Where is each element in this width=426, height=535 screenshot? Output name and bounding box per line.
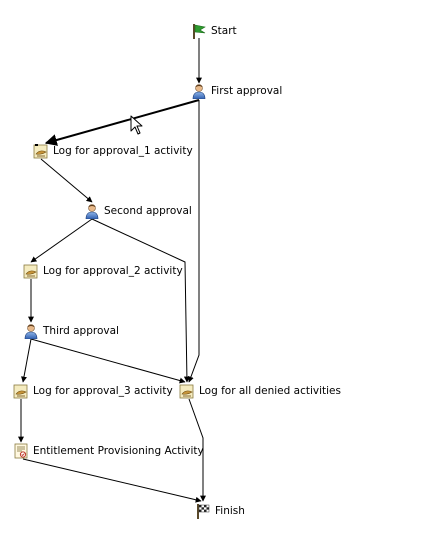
node-label: Third approval [43, 325, 119, 337]
node-log3[interactable]: Log for approval_3 activity [13, 382, 173, 400]
edge-entitlement-to-finish[interactable] [22, 458, 202, 503]
approver-person-icon [191, 83, 207, 100]
node-label: Log for all denied activities [199, 385, 341, 397]
edge-first-approval-to-denied[interactable] [188, 100, 200, 383]
node-log2[interactable]: Log for approval_2 activity [23, 262, 183, 280]
node-log1[interactable]: Log for approval_1 activity [33, 142, 193, 160]
log-activity-icon [33, 143, 49, 159]
edge-log1-to-second-approval[interactable] [40, 158, 93, 203]
approver-person-icon [23, 323, 39, 340]
edge-third-approval-to-denied[interactable] [30, 338, 186, 384]
node-second-approval[interactable]: Second approval [84, 202, 192, 220]
edge-second-approval-to-denied[interactable] [91, 218, 190, 383]
log-activity-icon [23, 263, 39, 279]
checkered-finish-flag-icon [195, 503, 211, 519]
node-label: First approval [211, 85, 283, 97]
node-entitlement-provisioning[interactable]: Entitlement Provisioning Activity [13, 442, 204, 460]
node-label: Entitlement Provisioning Activity [33, 445, 204, 457]
node-label: Log for approval_2 activity [43, 265, 183, 277]
mouse-pointer-icon [130, 115, 143, 135]
edge-first-approval-to-log1[interactable] [44, 99, 200, 146]
node-start[interactable]: Start [191, 22, 237, 40]
edge-third-approval-to-log3[interactable] [21, 338, 32, 383]
node-label: Log for approval_3 activity [33, 385, 173, 397]
node-finish[interactable]: Finish [195, 502, 245, 520]
node-first-approval[interactable]: First approval [191, 82, 282, 100]
log-activity-icon [13, 383, 29, 399]
node-third-approval[interactable]: Third approval [23, 322, 119, 340]
node-label: Second approval [104, 205, 192, 217]
green-start-flag-icon [191, 23, 207, 39]
edge-second-approval-to-log2[interactable] [30, 218, 93, 263]
node-label: Log for approval_1 activity [53, 145, 193, 157]
node-denied[interactable]: Log for all denied activities [179, 382, 341, 400]
provisioning-form-icon [13, 443, 29, 459]
approver-person-icon [84, 203, 100, 220]
edges-layer [18, 38, 206, 503]
node-label: Finish [215, 505, 245, 517]
edge-denied-to-finish[interactable] [188, 398, 206, 502]
node-label: Start [211, 25, 237, 37]
log-activity-icon [179, 383, 195, 399]
